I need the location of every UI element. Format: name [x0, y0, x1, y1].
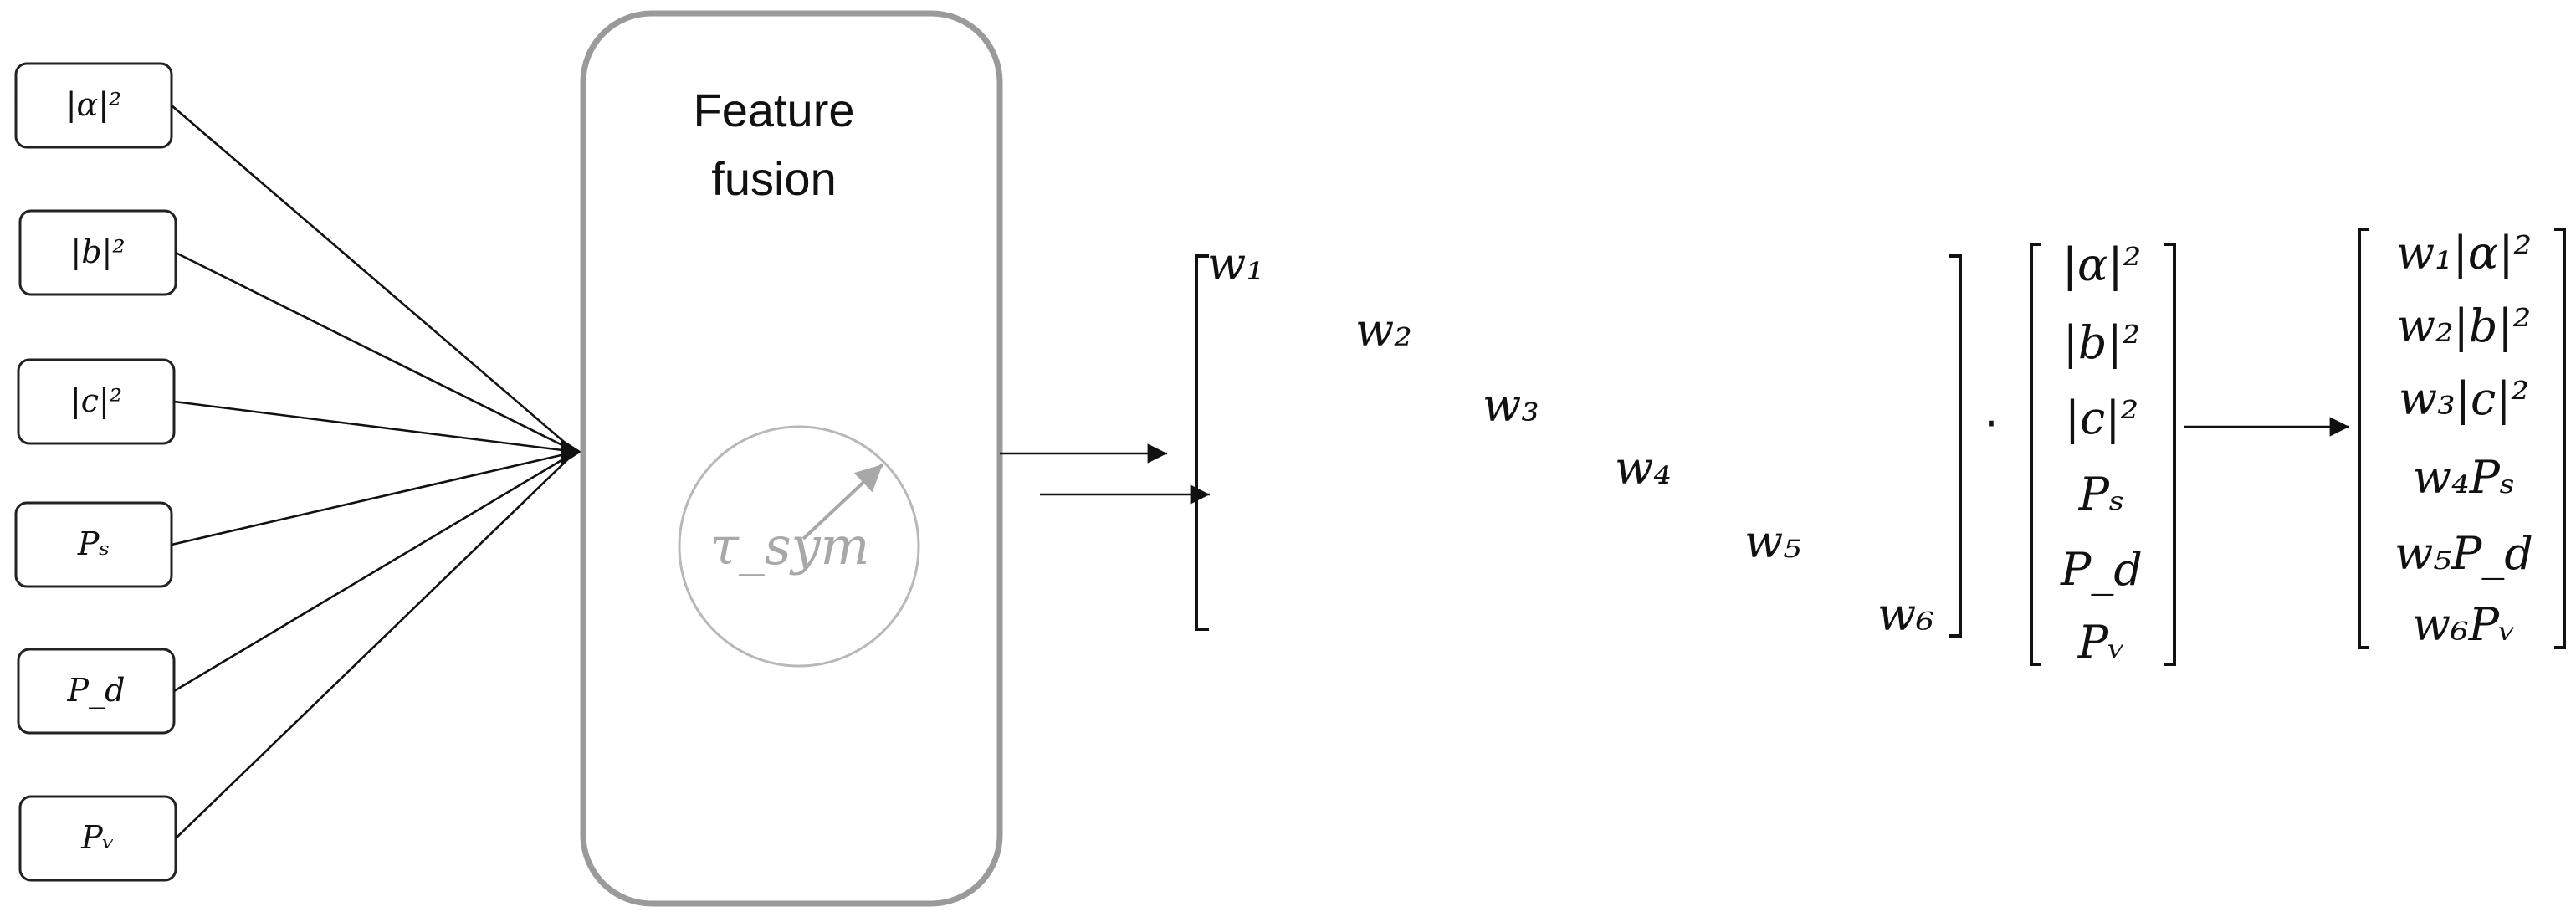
input-box-c: |c|² — [17, 358, 176, 445]
symmetry-label: τ_sym — [710, 515, 870, 576]
feature-fusion-block: Feature fusion τ_sym — [580, 10, 1003, 907]
connector-pv — [175, 451, 576, 839]
fusion-title-line-2: fusion — [711, 152, 836, 205]
feature-vector-left-bracket — [2030, 243, 2041, 666]
weight-3: w₃ — [1483, 379, 1539, 432]
input-label-b: |b|² — [70, 233, 125, 270]
weighted-vector-ps: w₄Pₛ — [2413, 451, 2515, 504]
input-box-pd: P_d — [17, 648, 176, 735]
weighted-vector-c: w₃|c|² — [2399, 372, 2529, 425]
input-box-b: |b|² — [18, 209, 177, 296]
weighted-vector-alpha: w₁|α|² — [2396, 227, 2532, 279]
input-label-pd: P_d — [67, 672, 125, 710]
input-connectors — [171, 105, 581, 839]
feature-vector-c: |c|² — [2065, 392, 2138, 444]
input-label-c: |c|² — [70, 382, 122, 419]
input-label-ps: Pₛ — [77, 525, 110, 562]
feature-vector-alpha: |α|² — [2062, 238, 2142, 291]
weighted-vector-b: w₂|b|² — [2397, 300, 2531, 352]
feature-vector-ps: Pₛ — [2078, 468, 2125, 520]
input-label-alpha: |α|² — [66, 86, 122, 123]
input-box-pv: Pᵥ — [18, 795, 177, 882]
symmetry-circle — [678, 425, 920, 668]
weight-1: w₁ — [1207, 238, 1264, 290]
feature-vector-pv: Pᵥ — [2077, 616, 2125, 669]
fusion-title-line-1: Feature — [694, 84, 855, 136]
weighted-vector-pv: w₆Pᵥ — [2412, 598, 2516, 651]
convergence-arrowhead — [561, 438, 581, 465]
input-label-pv: Pᵥ — [80, 819, 115, 856]
connector-b — [175, 251, 576, 453]
feature-vector-b: |b|² — [2063, 316, 2141, 369]
connector-pd — [173, 450, 576, 693]
weight-4: w₄ — [1615, 442, 1672, 494]
weighted-vector-pd: w₅P_d — [2394, 527, 2533, 580]
feature-vector-pd: P_d — [2060, 543, 2143, 596]
connector-ps — [171, 450, 576, 546]
weighted-vector-right-bracket — [2554, 228, 2566, 649]
connector-alpha — [171, 105, 576, 453]
connector-c — [173, 400, 576, 453]
input-box-alpha: |α|² — [14, 62, 173, 149]
weight-matrix-right-bracket — [1949, 254, 1962, 638]
symmetry-arrow — [801, 463, 884, 540]
weighted-vector-left-bracket — [2358, 228, 2369, 649]
weight-5: w₅ — [1744, 515, 1801, 568]
weight-matrix-left-bracket — [1195, 254, 1209, 631]
weighted-vector-values: w₁|α|² w₂|b|² w₃|c|² w₄Pₛ w₅P_d w₆Pᵥ — [2394, 227, 2533, 651]
weight-6: w₆ — [1877, 588, 1934, 641]
weight-2: w₂ — [1355, 304, 1412, 356]
input-box-ps: Pₛ — [14, 501, 173, 588]
weight-matrix-diagonal: w₁ w₂ w₃ w₄ w₅ w₆ — [1207, 238, 1934, 641]
feature-vector-right-bracket — [2164, 243, 2176, 666]
multiply-operator: · — [1984, 397, 1998, 450]
feature-vector-values: |α|² |b|² |c|² Pₛ P_d Pᵥ — [2060, 238, 2143, 669]
